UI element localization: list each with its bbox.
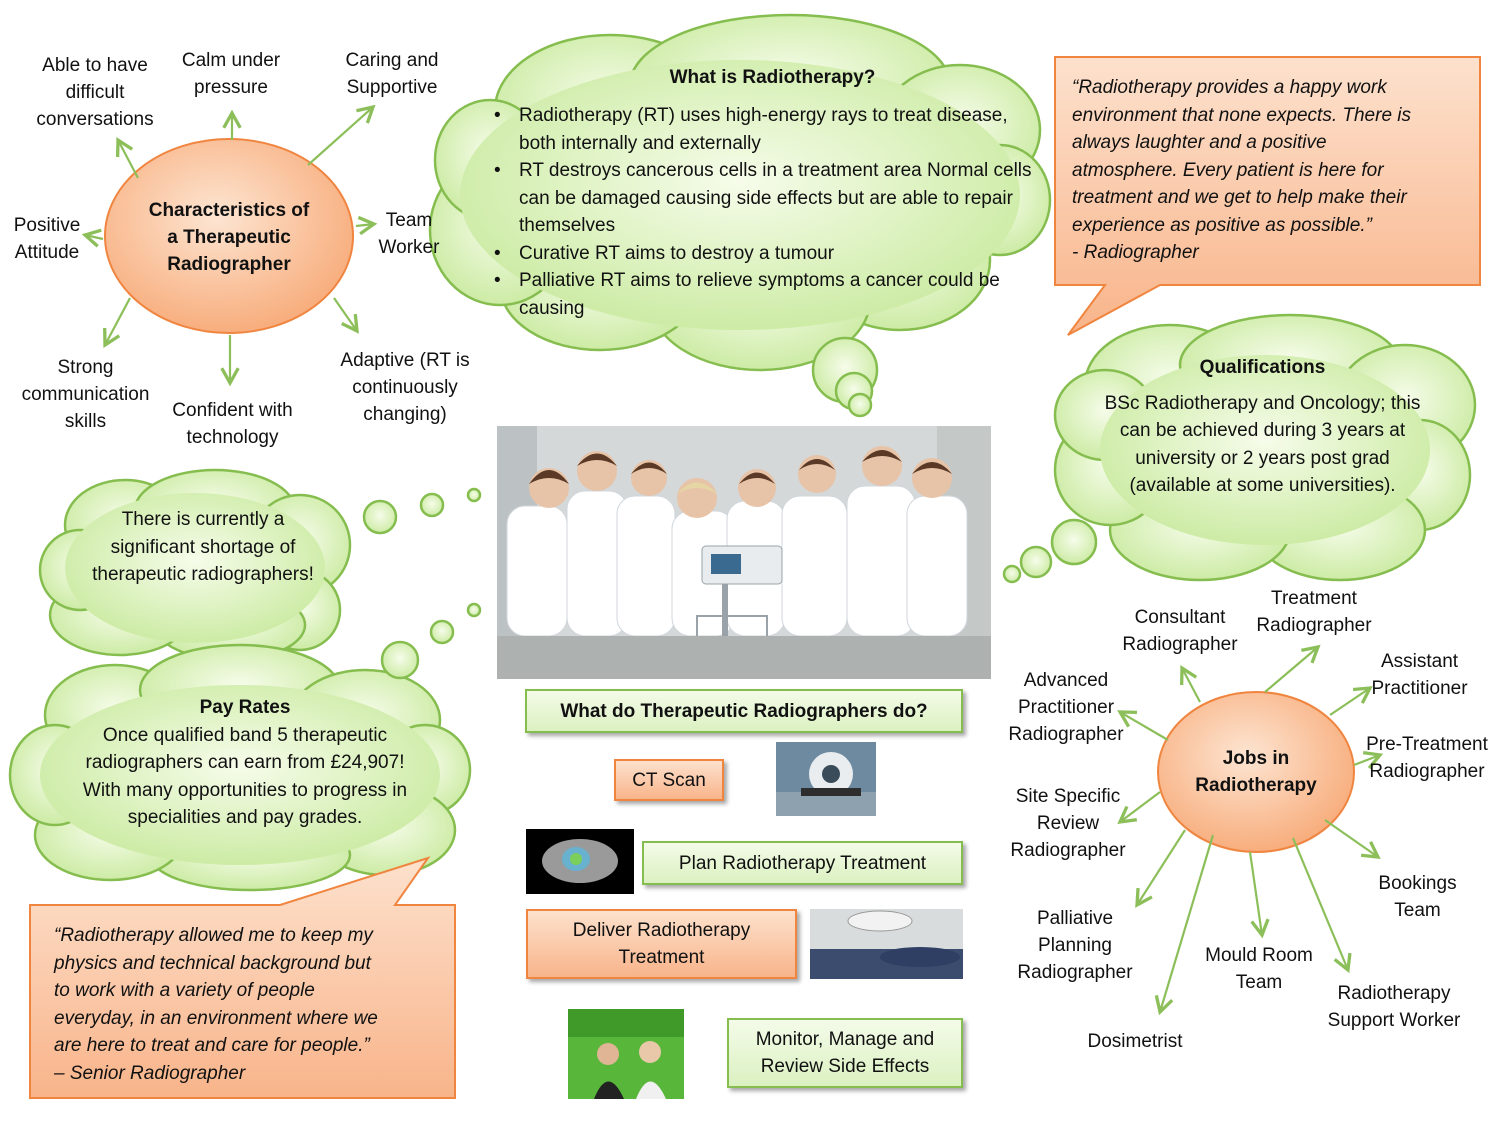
characteristic-calm: Calm under pressure bbox=[181, 50, 281, 98]
quote-bottom-callout bbox=[29, 856, 456, 1099]
quote-line: treatment and we get to help make their bbox=[1072, 187, 1407, 208]
characteristics-hub-label: Characteristics of a Therapeutic Radiogr… bbox=[148, 199, 310, 275]
quote-line: everyday, in an environment where we bbox=[54, 1007, 378, 1029]
what-is-radiotherapy: What is Radiotherapy? Radiotherapy (RT) … bbox=[490, 64, 1045, 322]
job-dosimetrist: Dosimetrist bbox=[1087, 1031, 1183, 1052]
what-is-bullet: Curative RT aims to destroy a tumour bbox=[490, 240, 1045, 268]
quote-line: to work with a variety of people bbox=[54, 980, 315, 1001]
what-is-title: What is Radiotherapy? bbox=[669, 67, 876, 88]
duty-monitor-side-effects: Monitor, Manage and Review Side Effects bbox=[727, 1018, 963, 1088]
plan-scan-image bbox=[526, 829, 634, 894]
job-mould-room: Mould Room Team bbox=[1205, 945, 1313, 993]
jobs-hub-label: Jobs in Radiotherapy bbox=[1195, 748, 1317, 796]
quote-line: atmosphere. Every patient is here for bbox=[1072, 159, 1384, 181]
duty-deliver-treatment: Deliver Radiotherapy Treatment bbox=[526, 909, 797, 979]
quote-bottom: “Radiotherapy allowed me to keep my physi… bbox=[54, 922, 444, 1087]
linac-image bbox=[810, 909, 963, 979]
jobs-hub: Jobs in Radiotherapy bbox=[1178, 722, 1334, 822]
job-treatment: Treatment Radiographer bbox=[1256, 588, 1372, 636]
duty-ct-scan: CT Scan bbox=[614, 759, 724, 801]
team-photo bbox=[497, 426, 991, 679]
what-is-bullet: Palliative RT aims to relieve symptoms a… bbox=[490, 267, 1045, 322]
quote-line: - Radiographer bbox=[1072, 242, 1199, 263]
characteristics-arrows bbox=[85, 107, 374, 383]
characteristic-technology: Confident with technology bbox=[172, 400, 293, 448]
what-is-bullet: Radiotherapy (RT) uses high-energy rays … bbox=[490, 102, 1045, 157]
duties-title: What do Therapeutic Radiographers do? bbox=[525, 689, 963, 733]
ct-scanner-image bbox=[776, 742, 876, 816]
job-site-specific: Site Specific Review Radiographer bbox=[1010, 786, 1126, 861]
quote-top-callout bbox=[1054, 56, 1481, 336]
qualifications-title: Qualifications bbox=[1199, 357, 1326, 378]
job-support-worker: Radiotherapy Support Worker bbox=[1327, 983, 1461, 1031]
characteristics-hub: Characteristics of a Therapeutic Radiogr… bbox=[125, 170, 333, 304]
characteristic-communication: Strong communication skills bbox=[21, 357, 150, 432]
characteristic-caring: Caring and Supportive bbox=[345, 50, 439, 98]
characteristic-positive: Positive Attitude bbox=[13, 215, 81, 263]
pay-text: Once qualified band 5 therapeutic radiog… bbox=[82, 724, 408, 829]
quote-line: are here to treat and care for people.” bbox=[54, 1035, 370, 1056]
quote-line: environment that none expects. There is bbox=[1072, 104, 1412, 126]
job-assistant: Assistant Practitioner bbox=[1371, 651, 1468, 699]
quote-top: “Radiotherapy provides a happy work envir… bbox=[1072, 74, 1472, 267]
awareness-image bbox=[568, 1009, 684, 1099]
job-palliative: Palliative Planning Radiographer bbox=[1017, 908, 1133, 983]
pay-title: Pay Rates bbox=[199, 697, 291, 718]
what-is-bullet: RT destroys cancerous cells in a treatme… bbox=[490, 157, 1045, 240]
quote-line: “Radiotherapy allowed me to keep my bbox=[54, 925, 373, 946]
characteristic-difficult-conversations: Able to have difficult conversations bbox=[36, 55, 154, 130]
job-pre-treatment: Pre-Treatment Radiographer bbox=[1366, 734, 1488, 782]
quote-line: physics and technical background but bbox=[54, 952, 371, 974]
what-is-bullets: Radiotherapy (RT) uses high-energy rays … bbox=[490, 102, 1045, 322]
job-consultant: Consultant Radiographer bbox=[1122, 607, 1238, 655]
shortage-text: There is currently a significant shortag… bbox=[92, 509, 314, 585]
qualifications: Qualifications BSc Radiotherapy and Onco… bbox=[1100, 354, 1425, 500]
job-advanced: Advanced Practitioner Radiographer bbox=[1008, 670, 1124, 745]
pay-rates: Pay Rates Once qualified band 5 therapeu… bbox=[78, 694, 412, 832]
job-bookings: Bookings Team bbox=[1378, 873, 1457, 921]
characteristic-adaptive: Adaptive (RT is continuously changing) bbox=[340, 350, 470, 425]
quote-line: “Radiotherapy provides a happy work bbox=[1072, 77, 1387, 98]
quote-line: always laughter and a positive bbox=[1072, 132, 1327, 153]
characteristic-team-worker: Team Worker bbox=[378, 210, 440, 258]
qualifications-text: BSc Radiotherapy and Oncology; this can … bbox=[1104, 392, 1421, 497]
quote-line: experience as positive as possible.” bbox=[1072, 214, 1372, 236]
duty-plan-treatment: Plan Radiotherapy Treatment bbox=[642, 841, 963, 885]
jobs-arrows bbox=[1120, 647, 1380, 1012]
quote-line: – Senior Radiographer bbox=[54, 1062, 246, 1084]
